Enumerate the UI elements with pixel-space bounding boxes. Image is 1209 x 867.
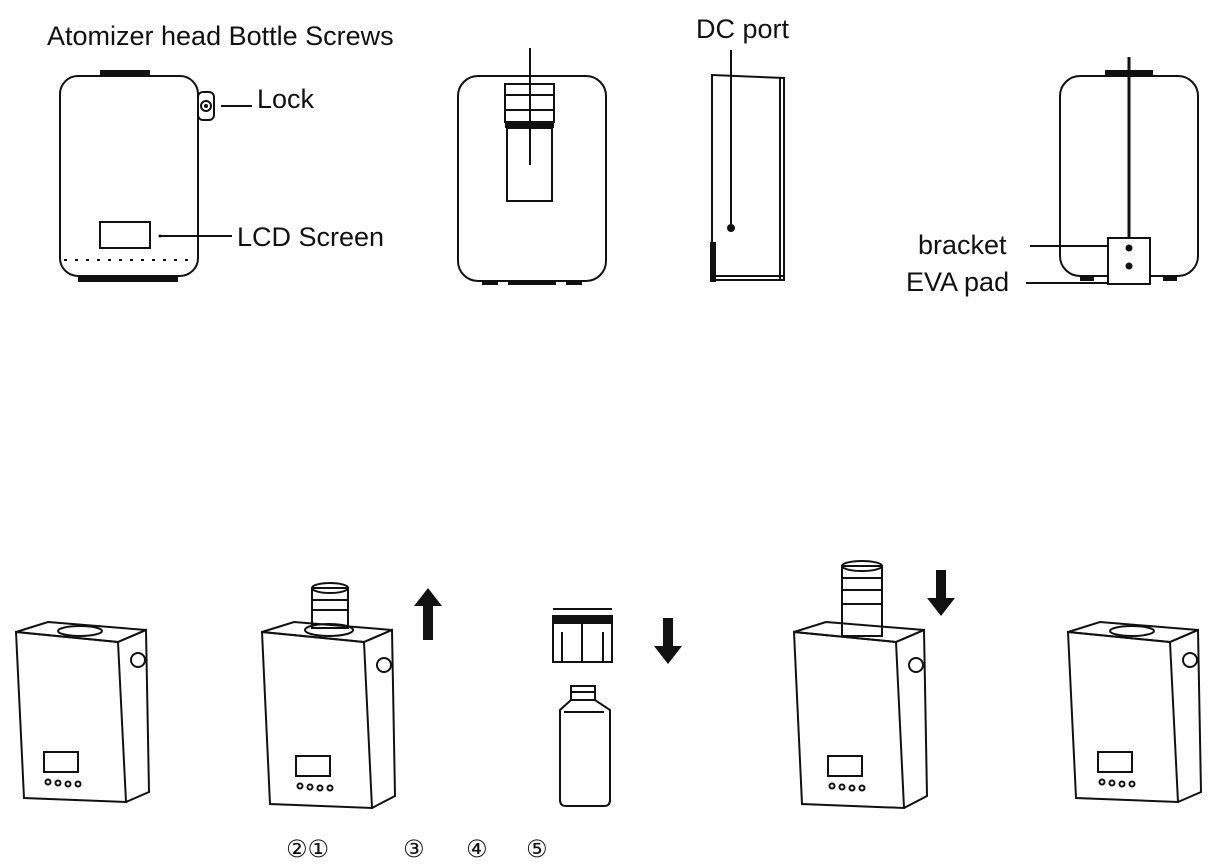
lock-knob-icon [908,657,924,673]
arrow-down-icon [654,618,682,664]
label-dc-port: DC port [696,14,790,44]
lock-knob-icon [376,657,392,673]
step3-atomizer-head [552,608,613,663]
step-number-5: ⑤ [526,835,548,863]
step5-device [1066,620,1203,804]
step1-device [14,620,151,804]
label-lcd-screen: LCD Screen [237,222,384,252]
label-bracket: bracket [918,230,1007,260]
lock-knob-icon [197,91,215,121]
step2-device [260,582,397,810]
lock-knob-icon [1182,652,1198,668]
step-number-3: ③ [403,835,425,863]
label-lock: Lock [257,84,315,114]
front-view-device [59,70,252,282]
step4-device [792,560,929,810]
inside-view-device [457,48,607,285]
label-atomizer-head-bottle-screws: Atomizer head Bottle Screws [47,21,394,51]
arrow-down-icon [927,570,955,616]
dc-port-icon [727,224,735,232]
step-number-4: ④ [466,835,488,863]
label-eva-pad: EVA pad [906,267,1009,297]
side-view-device [710,50,785,282]
step3-bottle [559,685,611,807]
arrow-up-icon [414,588,442,640]
lock-knob-icon [130,652,146,668]
mounting-view-device [1026,57,1199,285]
step-number-2-1: ②① [286,835,329,863]
